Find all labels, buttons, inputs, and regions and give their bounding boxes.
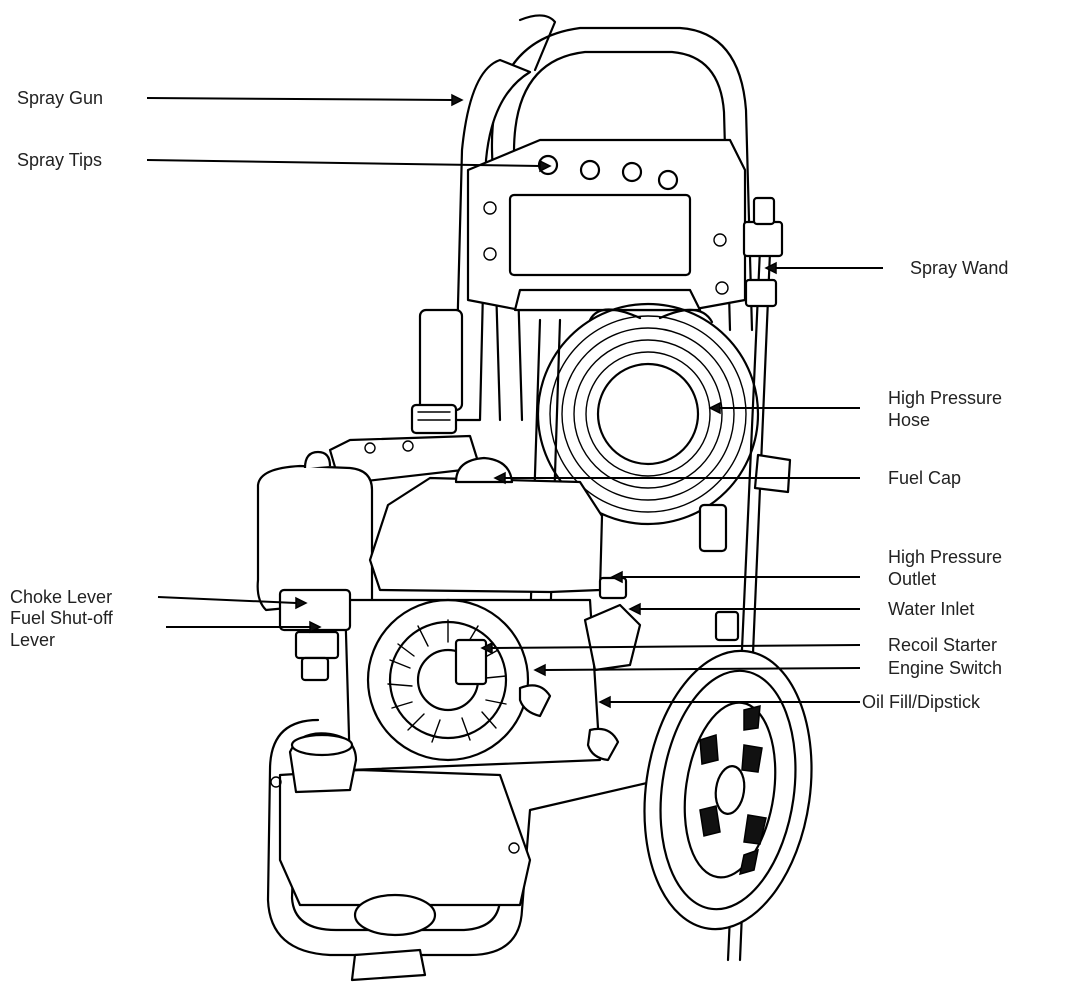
label-fuel-shutoff-lever-line2: Lever	[10, 630, 56, 650]
label-spray-wand: Spray Wand	[910, 258, 1009, 278]
label-engine-switch: Engine Switch	[888, 658, 1003, 678]
label-fuel-cap: Fuel Cap	[888, 468, 962, 488]
base-frame	[266, 718, 662, 982]
label-water-inlet: Water Inlet	[888, 599, 975, 619]
label-high-pressure-hose: High Pressure Hose	[888, 387, 1002, 431]
label-high-pressure-hose-line2: Hose	[888, 410, 931, 430]
label-high-pressure-outlet: High Pressure Outlet	[888, 546, 1002, 590]
label-spray-gun: Spray Gun	[17, 88, 104, 108]
label-fuel-shutoff-lever-line1: Fuel Shut-off	[10, 608, 113, 628]
label-spray-tips: Spray Tips	[17, 150, 103, 170]
wheel	[643, 649, 813, 931]
label-choke-lever: Choke Lever	[10, 587, 113, 607]
leader-lines	[146, 93, 883, 709]
label-fuel-shutoff-lever: Fuel Shut-off Lever	[10, 607, 113, 651]
label-oil-fill-dipstick: Oil Fill/Dipstick	[862, 692, 981, 712]
spray-tips-panel	[466, 138, 747, 312]
label-high-pressure-outlet-line1: High Pressure	[888, 547, 1003, 567]
label-high-pressure-outlet-line2: Outlet	[888, 569, 937, 589]
spray-gun-drawing	[410, 14, 557, 435]
label-recoil-starter: Recoil Starter	[888, 635, 998, 655]
label-high-pressure-hose-line1: High Pressure	[888, 388, 1003, 408]
